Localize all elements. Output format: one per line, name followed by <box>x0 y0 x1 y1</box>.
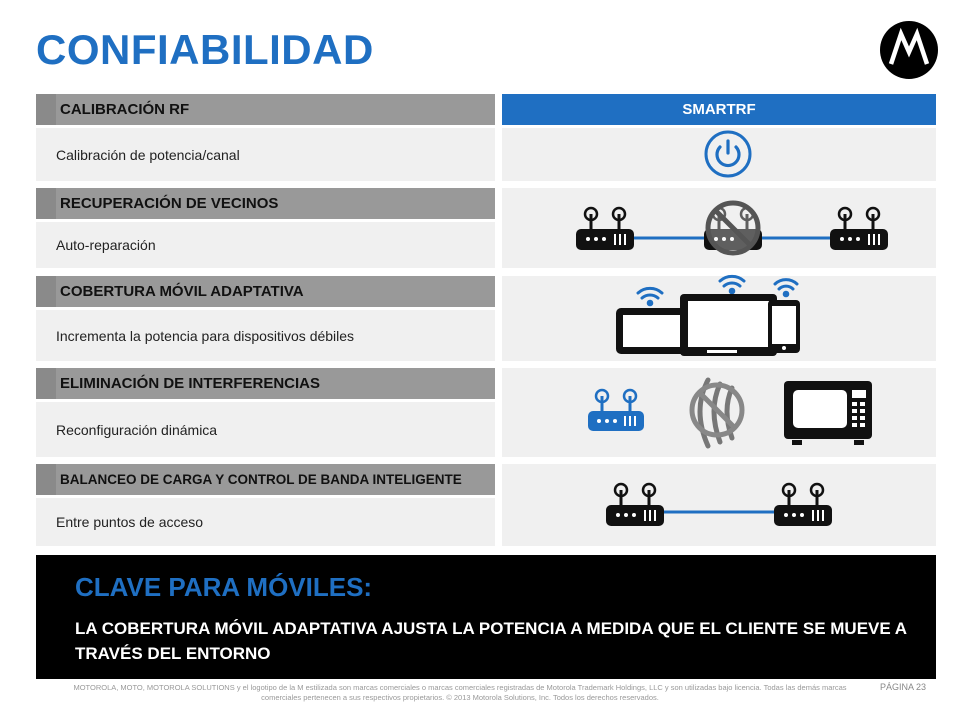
no-sign-icon <box>689 382 745 438</box>
key-title: CLAVE PARA MÓVILES: <box>75 572 373 602</box>
page-title: CONFIABILIDAD <box>36 26 374 73</box>
router-icon <box>576 206 634 250</box>
row-desc-eliminacion: Reconfiguración dinámica <box>36 402 495 457</box>
panel-power <box>502 128 936 181</box>
router-mesh-icon <box>576 200 888 256</box>
phone-icon <box>768 300 800 353</box>
router-icon <box>588 388 644 431</box>
router-icon <box>774 482 832 526</box>
panel-load-balance <box>502 464 936 546</box>
router-icon <box>830 206 888 250</box>
motorola-logo-icon <box>880 21 938 79</box>
row-header-recuperacion: RECUPERACIÓN DE VECINOS <box>36 188 495 219</box>
legal-notice: MOTOROLA, MOTO, MOTOROLA SOLUTIONS y el … <box>73 683 847 702</box>
tablet-icon <box>616 308 694 354</box>
row-desc-balanceo: Entre puntos de acceso <box>36 498 495 546</box>
row-header-cobertura: COBERTURA MÓVIL ADAPTATIVA <box>36 276 495 307</box>
row-desc-calibracion: Calibración de potencia/canal <box>36 128 495 181</box>
wifi-signal-icon <box>636 274 799 307</box>
key-text: LA COBERTURA MÓVIL ADAPTATIVA AJUSTA LA … <box>75 619 907 663</box>
mobile-devices-icon <box>616 274 800 356</box>
router-icon <box>606 482 664 526</box>
router-pair-icon <box>606 482 832 526</box>
laptop-screen-icon <box>680 294 777 356</box>
power-icon <box>704 130 752 178</box>
microwave-icon <box>784 381 872 445</box>
no-sign-icon <box>705 200 761 256</box>
key-message-box <box>36 555 936 679</box>
row-header-balanceo: BALANCEO DE CARGA Y CONTROL DE BANDA INT… <box>36 464 495 495</box>
smartrf-header: SMARTRF <box>502 94 936 125</box>
row-header-calibracion: CALIBRACIÓN RF <box>36 94 495 125</box>
row-header-eliminacion: ELIMINACIÓN DE INTERFERENCIAS <box>36 368 495 399</box>
page-number: PÁGINA 23 <box>880 682 927 692</box>
row-desc-recuperacion: Auto-reparación <box>36 222 495 268</box>
interference-microwave-icon <box>588 377 872 449</box>
row-desc-cobertura: Incrementa la potencia para dispositivos… <box>36 310 495 361</box>
